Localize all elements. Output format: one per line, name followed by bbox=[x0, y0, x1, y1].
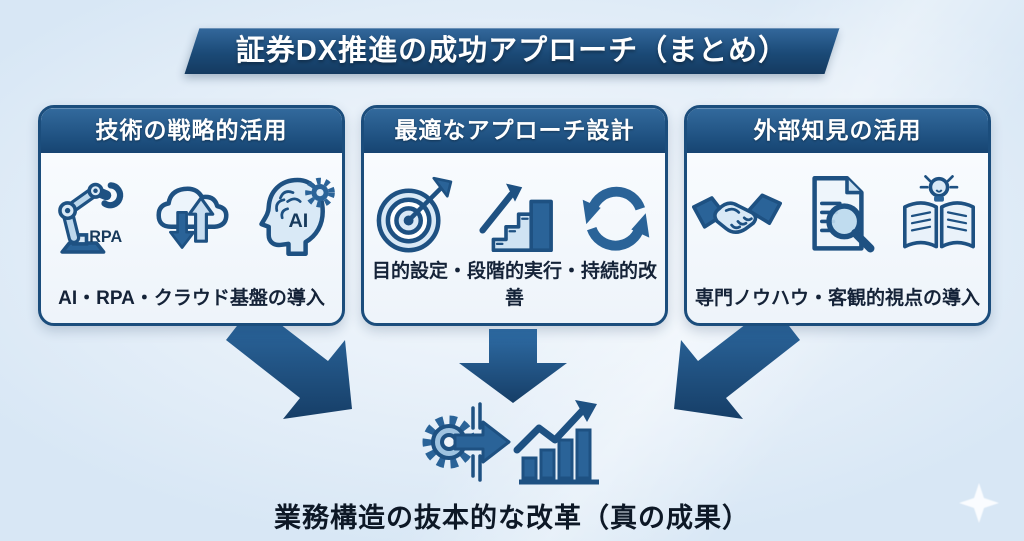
gear-to-growth-chart-icon bbox=[422, 400, 599, 485]
result-caption: 業務構造の抜本的な改革（真の成果） bbox=[274, 503, 750, 533]
arrow-down-right-to-center-icon bbox=[674, 304, 800, 419]
card-approach: 最適なアプローチ設計 bbox=[361, 105, 668, 326]
card-approach-icon-row bbox=[364, 157, 665, 275]
robot-arm-rpa-icon: RPA bbox=[57, 182, 123, 254]
cycle-arrows-icon bbox=[582, 186, 649, 251]
document-magnifier-icon bbox=[811, 175, 874, 253]
card-technology-icon-row: RPA AI bbox=[41, 157, 342, 275]
card-technology-caption: AI・RPA・クラウド基盤の導入 bbox=[58, 288, 325, 309]
arrow-straight-down-icon bbox=[459, 329, 567, 403]
title-banner: 証券DX推進の成功アプローチ（まとめ） bbox=[184, 28, 840, 74]
rpa-label: RPA bbox=[89, 228, 122, 246]
card-external-icon-row bbox=[687, 157, 988, 275]
card-external: 外部知見の活用 bbox=[684, 105, 991, 326]
card-approach-caption: 目的設定・段階的実行・持続的改善 bbox=[371, 261, 657, 309]
handshake-icon bbox=[691, 193, 782, 234]
cloud-sync-arrows-icon bbox=[155, 186, 229, 249]
four-point-sparkle-icon bbox=[959, 483, 999, 523]
card-technology-header: 技術の戦略的活用 bbox=[41, 108, 342, 153]
card-external-caption: 専門ノウハウ・客観的視点の導入 bbox=[694, 288, 980, 309]
ai-brain-gear-icon: AI bbox=[258, 177, 335, 257]
target-dart-icon bbox=[376, 176, 452, 253]
card-technology: 技術の戦略的活用 RPA bbox=[38, 105, 345, 326]
stairs-growth-arrow-icon bbox=[478, 183, 553, 252]
open-book-idea-icon bbox=[902, 175, 975, 249]
card-approach-header: 最適なアプローチ設計 bbox=[364, 108, 665, 153]
page-title: 証券DX推進の成功アプローチ（まとめ） bbox=[235, 35, 789, 67]
ai-label: AI bbox=[288, 210, 308, 232]
card-external-header: 外部知見の活用 bbox=[687, 108, 988, 153]
arrow-down-left-to-center-icon bbox=[226, 304, 352, 419]
